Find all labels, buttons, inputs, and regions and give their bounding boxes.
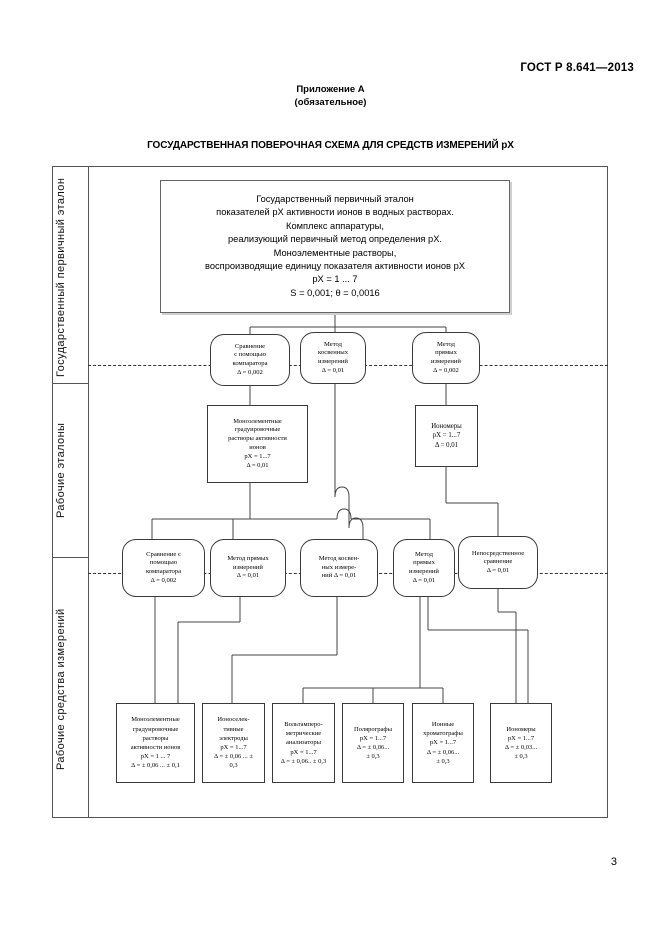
appendix-sublabel: (обязательное) [294, 96, 367, 108]
node-method-comparator-level2[interactable]: Сравнение с помощью компаратора Δ = 0,00… [122, 539, 205, 597]
node-method-direct-level1[interactable]: Метод прямых измерений Δ = 0,002 [412, 332, 480, 384]
node-instrument-ionomers[interactable]: Иономеры pX = 1...7 Δ = ± 0,03... ± 0,3 [490, 703, 552, 783]
node-instrument-ion-chromatographs[interactable]: Ионные хроматографы pX = 1...7 Δ = ± 0,0… [412, 703, 474, 783]
row-label-primary-standard: Государственный первичный эталон [55, 177, 67, 377]
node-method-indirect-level2-text: Метод косвен- ных измере- ний Δ = 0,01 [318, 555, 360, 580]
node-working-calibration-solutions-text: Моноэлементные градуировочные растворы а… [228, 417, 287, 469]
node-method-indirect-level1-text: Метод косвенных измерений Δ = 0,01 [317, 340, 349, 374]
node-method-immediate-comparison[interactable]: Непосредственное сравнение Δ = 0,01 [458, 536, 538, 589]
node-instrument-polarographs-text: Полярографы pX = 1...7 Δ = ± 0,06... ± 0… [354, 725, 392, 761]
gost-standard-number: ГОСТ Р 8.641—2013 [520, 62, 634, 74]
node-method-direct-level1-text: Метод прямых измерений Δ = 0,002 [431, 340, 461, 374]
node-method-immediate-comparison-text: Непосредственное сравнение Δ = 0,01 [471, 549, 525, 574]
label-column-divider [88, 166, 89, 818]
node-instrument-polarographs[interactable]: Полярографы pX = 1...7 Δ = ± 0,06... ± 0… [342, 703, 404, 783]
label-separator-1 [52, 383, 88, 384]
appendix-heading: Приложение А (обязательное) [0, 84, 661, 109]
page-number: 3 [610, 856, 617, 868]
verification-scheme-frame [52, 166, 608, 818]
node-method-indirect-level2[interactable]: Метод косвен- ных измере- ний Δ = 0,01 [300, 539, 378, 597]
node-instrument-ionomers-text: Иономеры pX = 1...7 Δ = ± 0,03... ± 0,3 [504, 725, 538, 761]
node-instrument-calibration-solutions-text: Моноэлементные градуировочные растворы а… [130, 716, 181, 770]
appendix-label: Приложение А [296, 84, 365, 95]
node-primary-standard[interactable]: Государственный первичный эталон показат… [160, 180, 510, 313]
node-working-ionomers-text: Иономеры pX = 1...7 Δ = 0,01 [431, 423, 462, 449]
node-primary-standard-text: Государственный первичный эталон показат… [205, 193, 465, 298]
node-method-indirect-level1[interactable]: Метод косвенных измерений Δ = 0,01 [300, 332, 366, 384]
row-label-working-standards: Рабочие эталоны [55, 422, 67, 518]
label-separator-2 [52, 557, 88, 558]
node-method-direct-level3-text: Метод прямых измерений Δ = 0,01 [409, 550, 439, 584]
node-method-direct-level2-text: Метод прямых измерений Δ = 0,01 [227, 555, 269, 580]
page-title: ГОСУДАРСТВЕННАЯ ПОВЕРОЧНАЯ СХЕМА ДЛЯ СРЕ… [147, 140, 514, 151]
row-label-working-instruments: Рабочие средства измерений [55, 608, 67, 770]
node-instrument-calibration-solutions[interactable]: Моноэлементные градуировочные растворы а… [116, 703, 195, 783]
node-method-direct-level2[interactable]: Метод прямых измерений Δ = 0,01 [210, 539, 286, 597]
node-instrument-voltammetric-analyzers[interactable]: Вольтамперо- метрические анализаторы pX … [272, 703, 335, 783]
node-method-direct-level3[interactable]: Метод прямых измерений Δ = 0,01 [393, 539, 455, 597]
node-method-comparator-level1[interactable]: Сравнение с помощью компаратора Δ = 0,00… [210, 334, 290, 386]
node-working-ionomers[interactable]: Иономеры pX = 1...7 Δ = 0,01 [415, 405, 478, 467]
node-instrument-ion-selective-electrodes[interactable]: Ионоселек- тивные электроды pX = 1...7 Δ… [202, 703, 265, 783]
node-instrument-voltammetric-analyzers-text: Вольтамперо- метрические анализаторы pX … [280, 720, 327, 765]
node-working-calibration-solutions[interactable]: Моноэлементные градуировочные растворы а… [207, 405, 308, 483]
node-method-comparator-level2-text: Сравнение с помощью компаратора Δ = 0,00… [145, 550, 182, 584]
node-instrument-ion-selective-electrodes-text: Ионоселек- тивные электроды pX = 1...7 Δ… [214, 716, 253, 770]
node-instrument-ion-chromatographs-text: Ионные хроматографы pX = 1...7 Δ = ± 0,0… [423, 720, 463, 765]
node-method-comparator-level1-text: Сравнение с помощью компаратора Δ = 0,00… [232, 342, 268, 376]
